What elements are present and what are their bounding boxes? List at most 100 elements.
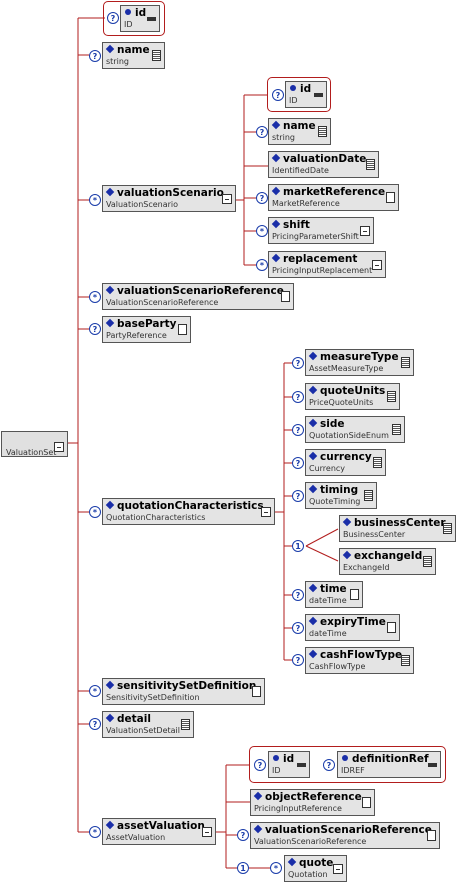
node-name-element[interactable]: name string [268,118,331,145]
expand-icon[interactable] [372,260,382,270]
node-shift[interactable]: shift PricingParameterShift [268,217,374,244]
node-valuation-scenario-reference[interactable]: valuationScenarioReference ValuationScen… [102,283,294,310]
root-valuation-set[interactable]: ValuationSet [1,431,68,457]
expand-icon[interactable] [54,442,64,452]
node-name: shift [283,219,310,231]
repeat-optional-icon: * [256,259,268,271]
node-time[interactable]: time dateTime [305,581,363,608]
content-icon [427,830,436,841]
element-icon [105,500,115,510]
node-expiry-time[interactable]: expiryTime dateTime [305,614,400,641]
node-measure-type[interactable]: measureType AssetMeasureType [305,349,414,376]
node-side[interactable]: side QuotationSideEnum [305,416,405,443]
element-icon [308,451,318,461]
node-name: id [283,753,295,765]
element-icon [308,649,318,659]
optional-icon: ? [292,654,304,666]
node-cash-flow-type[interactable]: cashFlowType CashFlowType [305,647,414,674]
node-type: QuotationCharacteristics [106,513,206,522]
optional-icon: ? [292,357,304,369]
node-detail[interactable]: detail ValuationSetDetail [102,711,194,738]
node-sensitivity-set-definition[interactable]: sensitivitySetDefinition SensitivitySetD… [102,678,265,705]
content-icon [366,159,375,170]
content-icon [387,622,396,633]
node-type: Currency [309,464,346,473]
element-icon [342,517,352,527]
node-type: PartyReference [106,331,167,340]
attribute-icon [273,755,279,761]
expand-icon[interactable] [202,827,212,837]
optional-icon: ? [107,12,119,24]
content-icon [401,655,410,666]
node-name: sensitivitySetDefinition [117,680,257,692]
node-asset-valuation[interactable]: assetValuation AssetValuation [102,818,216,845]
optional-icon: ? [323,759,335,771]
expand-icon[interactable] [333,864,343,874]
node-valuation-date[interactable]: valuationDate IdentifiedDate [268,151,379,178]
node-name: side [320,418,345,430]
node-quote-units[interactable]: quoteUnits PriceQuoteUnits [305,383,400,410]
node-name: valuationDate [283,153,367,165]
node-name: valuationScenarioReference [117,285,284,297]
node-name: id [135,7,147,19]
node-timing[interactable]: timing QuoteTiming [305,482,377,509]
expand-icon[interactable] [360,226,370,236]
node-definition-ref[interactable]: definitionRef IDREF [337,751,441,778]
repeat-optional-icon: * [89,506,101,518]
optional-icon: ? [292,391,304,403]
node-type: CashFlowType [309,662,366,671]
node-quote[interactable]: quote Quotation [284,855,347,882]
optional-icon: ? [256,126,268,138]
node-type: MarketReference [272,199,340,208]
content-icon [392,424,401,435]
node-exchange-id[interactable]: exchangeId ExchangeId [339,548,436,575]
node-valuation-scenario[interactable]: valuationScenario ValuationScenario [102,185,236,212]
repeat-optional-icon: * [89,685,101,697]
node-type: ValuationSetDetail [106,726,180,735]
optional-icon: ? [89,323,101,335]
node-name: exchangeId [354,550,423,562]
node-type: PricingParameterShift [272,232,359,241]
element-icon [105,820,115,830]
content-icon [318,126,327,137]
node-market-reference[interactable]: marketReference MarketReference [268,184,399,211]
element-icon [271,219,281,229]
node-name: marketReference [283,186,386,198]
node-valuation-scenario-reference[interactable]: valuationScenarioReference ValuationScen… [250,822,440,849]
node-name: quoteUnits [320,385,386,397]
content-icon [423,556,432,567]
node-replacement[interactable]: replacement PricingInputReplacement [268,251,386,278]
content-icon [252,686,261,697]
node-id[interactable]: id ID [268,751,310,778]
repeat-optional-icon: * [89,826,101,838]
content-icon [181,719,190,730]
node-name: definitionRef [352,753,429,765]
content-icon [364,490,373,501]
element-icon [105,285,115,295]
attribute-icon [342,755,348,761]
dash-icon [428,763,437,767]
node-base-party[interactable]: baseParty PartyReference [102,316,191,343]
node-name: quote [299,857,334,869]
node-type: ValuationSet [6,448,57,457]
node-currency[interactable]: currency Currency [305,449,386,476]
node-name: currency [320,451,372,463]
node-type: BusinessCenter [343,530,406,539]
optional-icon: ? [256,192,268,204]
node-name: replacement [283,253,358,265]
node-type: string [106,57,129,66]
node-id[interactable]: id ID [285,81,327,108]
node-name: expiryTime [320,616,386,628]
node-id[interactable]: id ID [120,5,160,32]
node-type: QuoteTiming [309,497,361,506]
node-business-center[interactable]: businessCenter BusinessCenter [339,515,456,542]
expand-icon[interactable] [222,194,232,204]
node-quotation-characteristics[interactable]: quotationCharacteristics QuotationCharac… [102,498,275,525]
expand-icon[interactable] [261,507,271,517]
optional-icon: ? [89,718,101,730]
dash-icon [314,93,323,97]
node-object-reference[interactable]: objectReference PricingInputReference [250,789,375,816]
content-icon [443,523,452,534]
node-name-element[interactable]: name string [102,42,165,69]
node-type: ExchangeId [343,563,390,572]
